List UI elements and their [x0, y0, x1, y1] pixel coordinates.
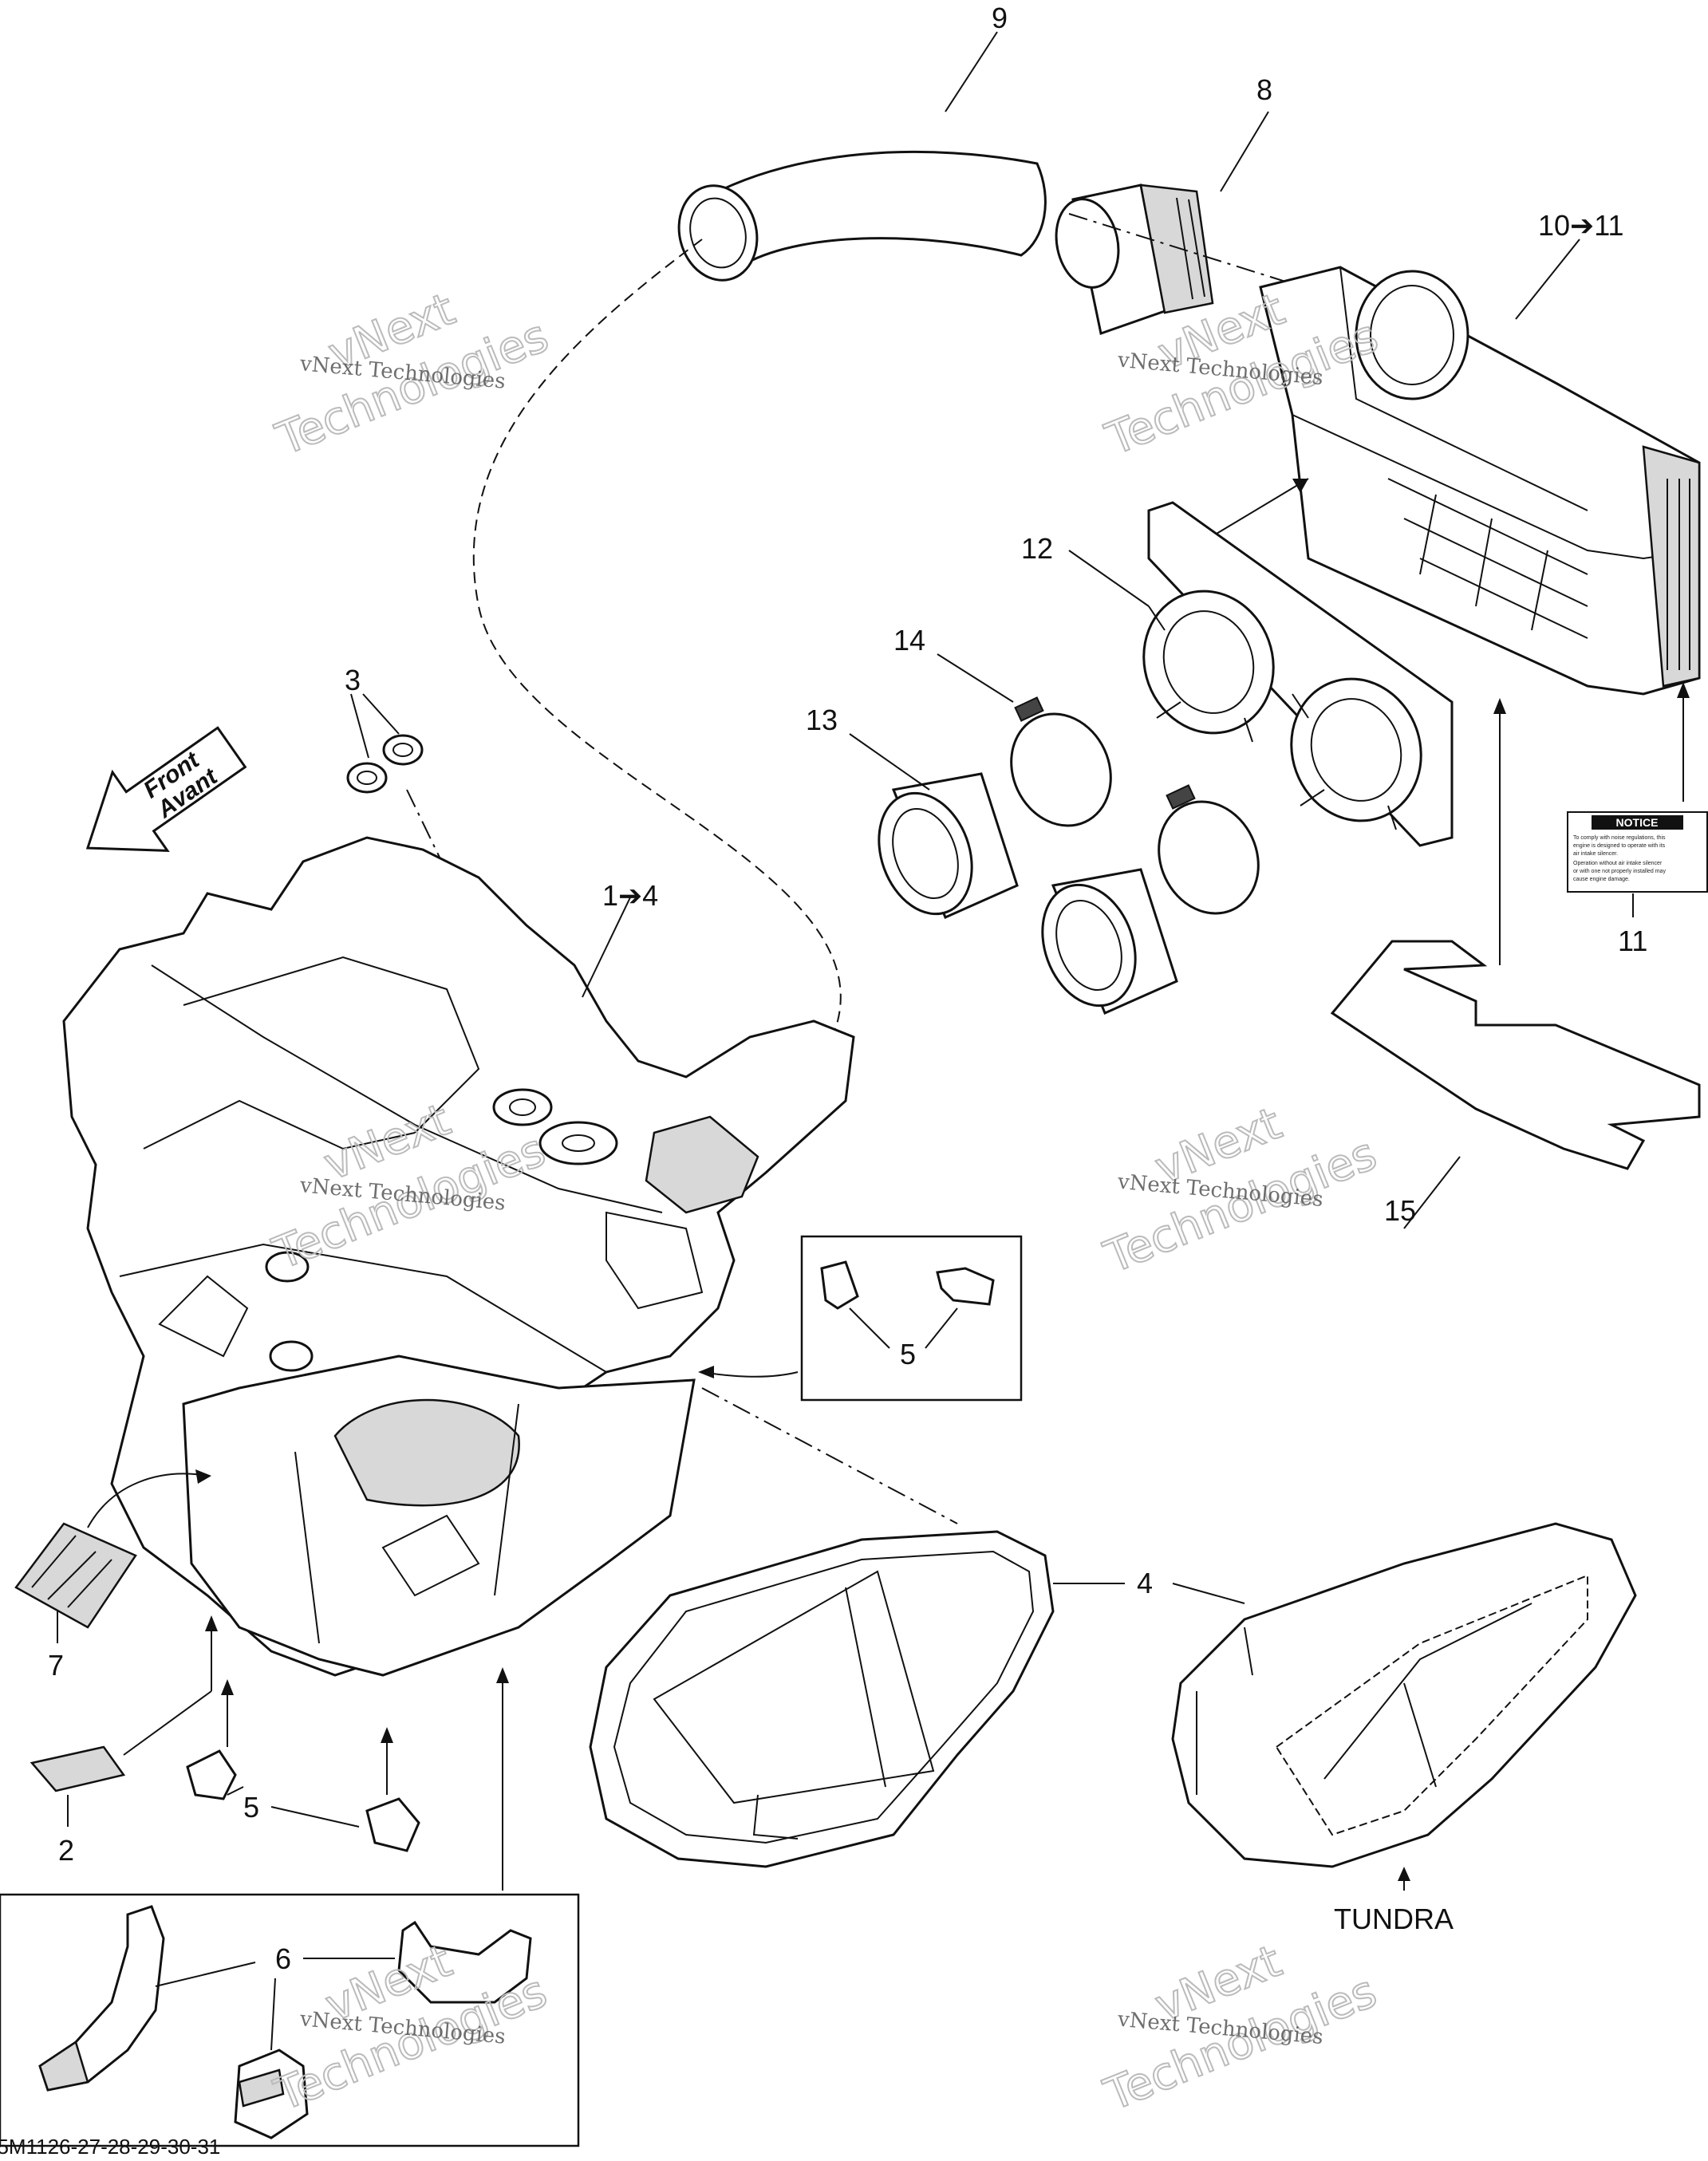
clip-5-a[interactable] — [820, 1260, 859, 1310]
callout-4: 4 — [1137, 1567, 1153, 1599]
part-12-silencer-base[interactable] — [1124, 501, 1454, 847]
leader-10-11 — [1515, 239, 1580, 320]
part-5-clips[interactable] — [186, 1749, 420, 1852]
leader-5-box-a — [849, 1307, 890, 1349]
axis-line-4 — [701, 1387, 958, 1524]
notice-line-1: To comply with noise regulations, this — [1573, 835, 1666, 841]
watermark-1: vNext Technologies vNext Technologies — [268, 282, 556, 467]
callout-10-11: 10➔11 — [1538, 209, 1624, 242]
notice-line-5: or with one not properly installed may — [1573, 869, 1666, 874]
callout-15: 15 — [1384, 1194, 1416, 1227]
callout-5: 5 — [243, 1791, 259, 1824]
arrow-decal — [87, 1473, 208, 1528]
callout-11: 11 — [1618, 925, 1647, 957]
arrowhead-5-b — [381, 1727, 393, 1743]
callout-5-box: 5 — [900, 1338, 916, 1370]
front-direction-arrow: Front Avant — [85, 726, 247, 852]
part-4-filter-standard[interactable] — [589, 1530, 1055, 1868]
leader-13 — [849, 733, 930, 791]
part-9-intake-hose[interactable] — [669, 150, 1047, 289]
clip-5-b[interactable] — [936, 1267, 995, 1306]
part-7-decal[interactable] — [14, 1522, 137, 1629]
leader-15 — [1403, 1156, 1461, 1229]
leader-3b — [362, 693, 400, 735]
arrowhead-cover — [1292, 479, 1308, 493]
part-14-clamps[interactable] — [993, 696, 1276, 929]
part-8-adaptor[interactable] — [1048, 183, 1214, 335]
detail-box-5: 5 — [800, 1235, 1023, 1402]
notice-line-6: cause engine damage. — [1573, 877, 1630, 882]
arrowhead-box6 — [496, 1667, 509, 1683]
arrowhead-5-a — [221, 1679, 234, 1695]
notice-line-4: Operation without air intake silencer — [1573, 861, 1663, 866]
callout-9: 9 — [992, 2, 1008, 34]
part-15-foam-pad[interactable] — [1330, 940, 1701, 1170]
part-10-silencer-cover[interactable] — [1259, 266, 1701, 696]
notice-title: NOTICE — [1616, 816, 1659, 829]
leader-12 — [1068, 550, 1150, 607]
part-4-filter-tundra[interactable] — [1171, 1522, 1637, 1868]
callout-1-4: 1➔4 — [602, 879, 658, 912]
arrowhead-detail-box — [698, 1366, 714, 1378]
leader-3a — [350, 693, 369, 759]
leader-2-arrow — [123, 1690, 212, 1756]
arrowhead-15 — [1493, 698, 1506, 714]
drawing-code: 35M1126-27-28-29-30-31 — [0, 2135, 220, 2159]
callout-6: 6 — [275, 1942, 291, 1975]
detail-box-6: 6 — [0, 1893, 580, 2147]
tundra-label: TUNDRA — [1334, 1903, 1454, 1935]
arrowhead-11 — [1677, 682, 1690, 698]
leader-9 — [945, 31, 998, 112]
notice-line-2: engine is designed to operate with its — [1573, 843, 1666, 849]
part-2-pad[interactable] — [30, 1745, 126, 1792]
arrow-to-cover — [1212, 478, 1309, 537]
leader-4-tundra — [1172, 1583, 1245, 1604]
part-3-grommets[interactable] — [346, 734, 424, 794]
watermark-4: vNext Technologies vNext Technologies — [1096, 1097, 1384, 1285]
callout-12: 12 — [1021, 532, 1053, 565]
callout-13: 13 — [806, 704, 838, 736]
leader-1-4 — [582, 897, 631, 998]
leader-6-a — [155, 1962, 256, 1987]
callout-14: 14 — [893, 624, 925, 657]
part-13-couplings[interactable] — [863, 772, 1178, 1019]
leader-5-left — [227, 1786, 244, 1796]
leader-5-box-b — [925, 1307, 958, 1349]
arrowhead-tundra — [1398, 1867, 1410, 1881]
watermark-6: vNext Technologies vNext Technologies — [1096, 1934, 1384, 2123]
part-1-air-box-base[interactable] — [62, 836, 855, 1677]
notice-line-3: air intake silencer. — [1573, 851, 1618, 857]
leader-8 — [1220, 111, 1269, 192]
callout-2: 2 — [58, 1834, 74, 1867]
callout-8: 8 — [1256, 73, 1272, 106]
bracket-6-b[interactable] — [397, 1920, 532, 2004]
leader-14 — [937, 653, 1014, 703]
notice-label-part-11[interactable]: NOTICE To comply with noise regulations,… — [1567, 811, 1708, 893]
arrowhead-2 — [205, 1615, 218, 1631]
arrowhead-decal — [195, 1469, 211, 1484]
arrow-detail-box — [701, 1371, 799, 1378]
callout-7: 7 — [48, 1649, 64, 1682]
leader-6-c — [270, 1978, 276, 2051]
callout-3: 3 — [345, 664, 361, 696]
leader-5 — [270, 1806, 360, 1828]
